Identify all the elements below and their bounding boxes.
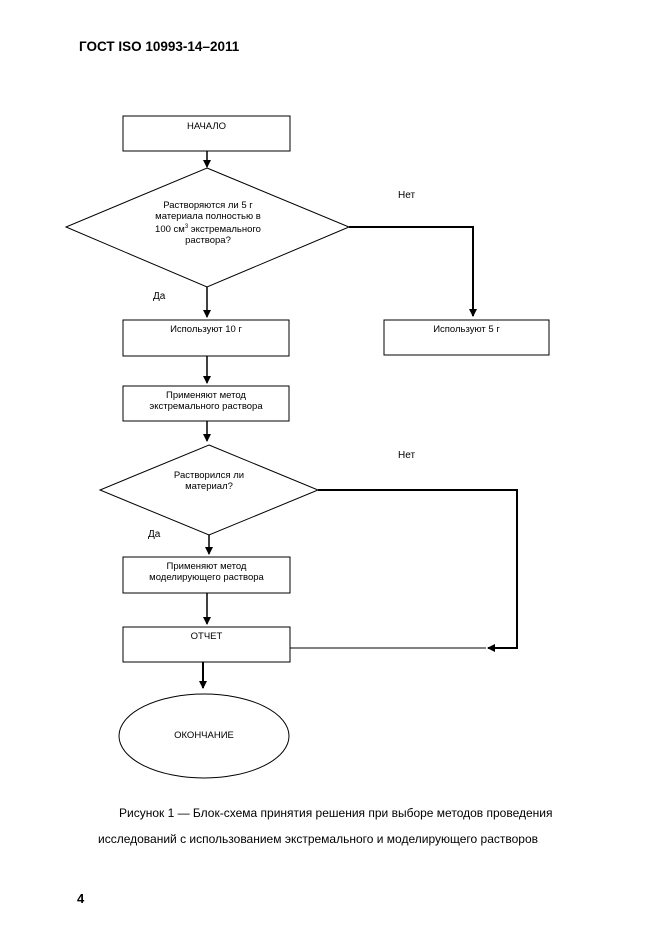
apply-extreme-line1: Применяют метод — [166, 390, 246, 401]
use-5g-box — [383, 319, 550, 356]
use-10g-label: Используют 10 г — [170, 324, 242, 335]
arrow-no1 — [349, 226, 477, 317]
apply-extreme-box — [122, 385, 290, 422]
decision1-line4: раствора? — [185, 235, 231, 247]
decision2-line1: Растворился ли — [173, 470, 245, 481]
decision1-line2: материала полностью в — [155, 211, 261, 222]
decision1-line1: Растворяются ли 5 г — [163, 200, 253, 211]
apply-model-label: Применяют метод моделирующего раствора — [123, 561, 290, 583]
use-10g-box — [122, 319, 290, 357]
document-title: ГОСТ ISO 10993-14–2011 — [79, 39, 240, 54]
yes-label-1: Да — [153, 291, 166, 302]
decision2-text: Растворился ли материал? — [140, 470, 278, 492]
page-number: 4 — [77, 891, 85, 906]
report-box — [122, 626, 291, 663]
apply-model-line1: Применяют метод — [166, 561, 247, 572]
decision2-line2: материал? — [185, 481, 233, 492]
end-label: ОКОНЧАНИЕ — [174, 730, 234, 741]
apply-extreme-label: Применяют метод экстремального раствора — [123, 390, 289, 412]
decision1-text: Растворяются ли 5 г материала полностью … — [120, 200, 296, 246]
apply-model-line2: моделирующего раствора — [149, 572, 264, 583]
start-label: НАЧАЛО — [187, 121, 226, 132]
use-5g-label: Используют 5 г — [433, 324, 500, 335]
caption-line1: Рисунок 1 — Блок-схема принятия решения … — [119, 806, 553, 820]
no-label-1: Нет — [398, 190, 416, 201]
yes-label-2: Да — [148, 529, 161, 540]
decision1-line3: 100 см3 экстремального — [120, 222, 296, 235]
decision1-line3-pre: 100 см — [155, 224, 185, 236]
no-label-2: Нет — [398, 450, 416, 461]
report-label: ОТЧЕТ — [190, 631, 223, 642]
end-ellipse — [118, 693, 290, 779]
caption-line2: исследований с использованием экстремаль… — [98, 832, 538, 846]
decision1-superscript: 3 — [184, 224, 189, 230]
decision1-line3-post: экстремального — [188, 224, 261, 236]
arrow-no2 — [318, 489, 518, 652]
apply-extreme-line2: экстремального раствора — [149, 401, 263, 412]
figure-caption: Рисунок 1 — Блок-схема принятия решения … — [98, 800, 638, 852]
